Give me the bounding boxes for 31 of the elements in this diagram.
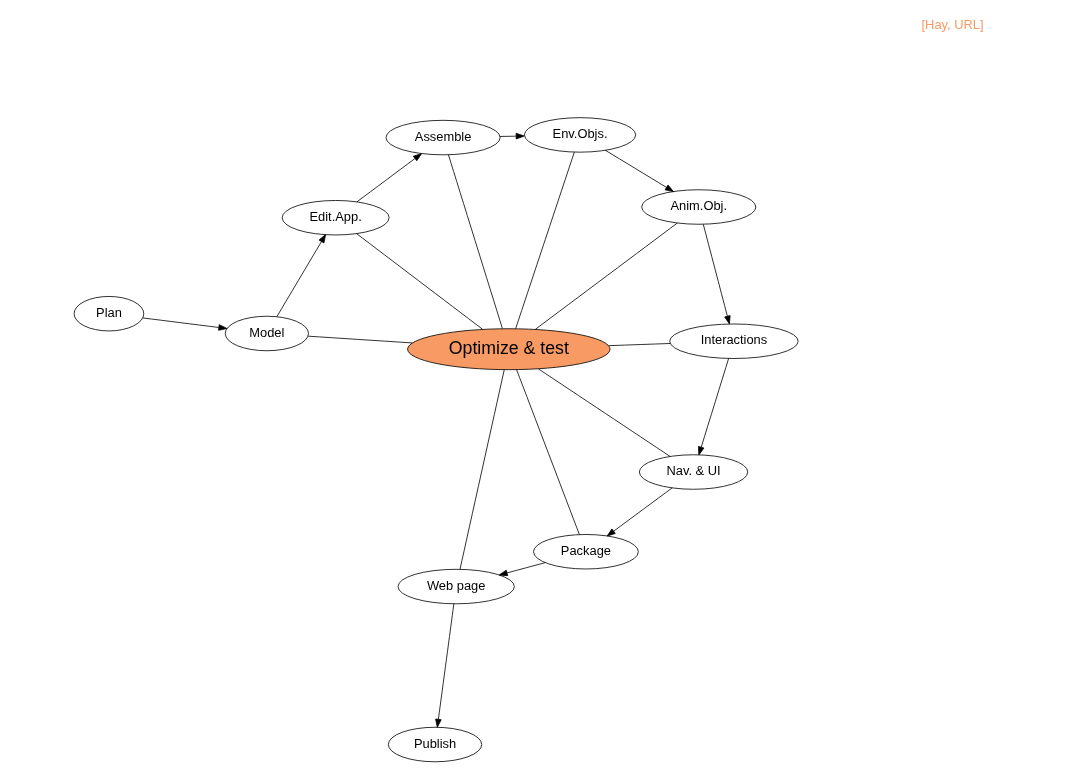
arrow [604,149,674,193]
node-ellipse: Interactions [668,323,799,359]
node-ellipse: Env.Objs. [523,117,636,153]
node-ellipse: Plan [73,296,144,332]
connector [355,233,483,330]
connector [447,154,503,329]
connector [514,151,575,330]
node-ellipse: Publish [387,726,482,763]
connector [607,343,670,347]
node-ellipse: Assemble [385,119,501,156]
label: [Hay, URL] [921,16,984,32]
node-ellipse: Model [224,315,309,352]
arrow [355,153,422,203]
node-ellipse: Nav. & UI [638,454,748,490]
arrow [275,234,326,318]
node-ellipse: Edit.App. [281,200,390,236]
arrow [498,562,546,577]
connector [515,369,580,536]
node-ellipse: Package [532,534,639,570]
connector [307,335,413,344]
arrow [499,132,525,140]
arrow [434,603,454,728]
arrow [697,357,729,456]
connector [459,369,505,570]
connector [534,222,678,330]
node-ellipse: Anim.Obj. [640,189,756,225]
arrow [141,317,227,331]
arrow [702,223,731,325]
arrow [606,487,673,537]
node-ellipse: Optimize & test [406,328,610,371]
connector [537,368,670,457]
